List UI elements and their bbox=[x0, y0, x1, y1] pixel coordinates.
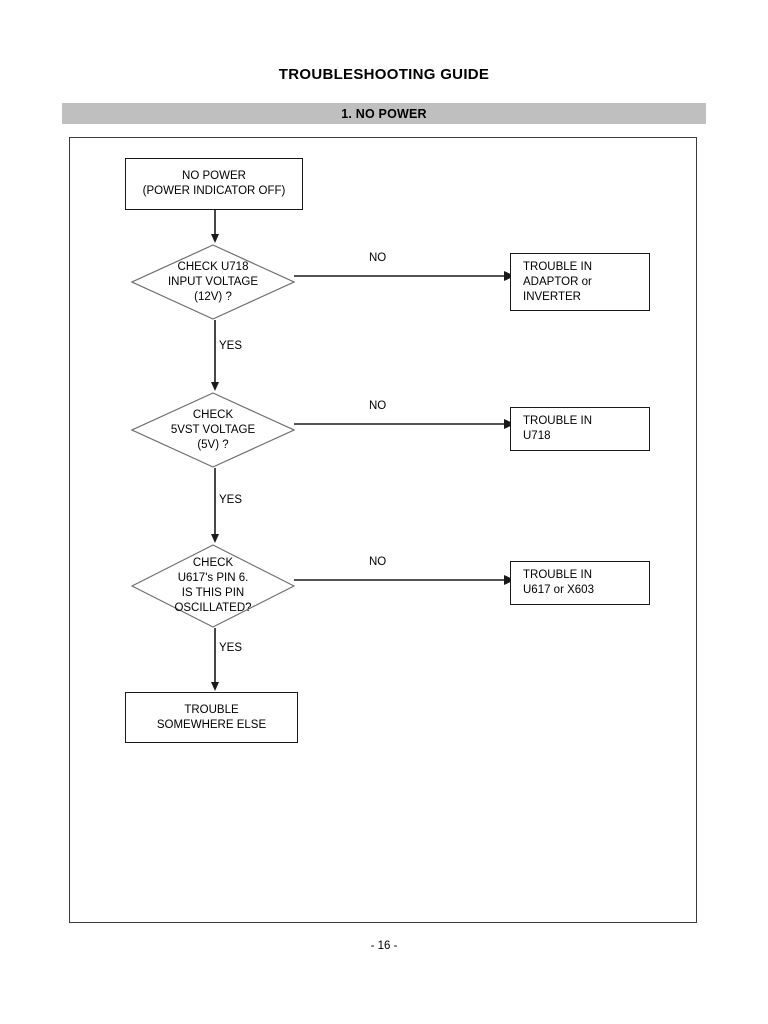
connector-decision-2-yes bbox=[211, 468, 219, 543]
flowchart-node-outcome-2: TROUBLE IN U718 bbox=[510, 407, 650, 451]
flowchart-frame: NO POWER (POWER INDICATOR OFF) CHECK U71… bbox=[69, 137, 697, 923]
diamond-shape-3 bbox=[131, 544, 295, 628]
flowchart-node-outcome-2-label: TROUBLE IN U718 bbox=[523, 415, 593, 442]
page-title: TROUBLESHOOTING GUIDE bbox=[278, 66, 490, 83]
edge-label-no-2: NO bbox=[369, 400, 387, 412]
flowchart-node-decision-1: CHECK U718 INPUT VOLTAGE (12V) ? bbox=[131, 244, 295, 320]
connector-start-to-decision-1 bbox=[211, 210, 219, 243]
edge-label-yes-2: YES bbox=[219, 494, 243, 506]
connector-decision-1-yes bbox=[211, 320, 219, 391]
edge-label-no-3: NO bbox=[369, 556, 387, 568]
flowchart-node-decision-2-label: CHECK 5VST VOLTAGE (5V) ? bbox=[170, 408, 256, 451]
flowchart-node-start-label: NO POWER (POWER INDICATOR OFF) bbox=[142, 170, 286, 197]
diamond-shape-2 bbox=[131, 392, 295, 468]
section-header-bar: 1. NO POWER bbox=[62, 103, 706, 124]
connector-decision-1-no bbox=[294, 271, 515, 281]
edge-label-yes-1: YES bbox=[219, 340, 243, 352]
flowchart-node-outcome-1: TROUBLE IN ADAPTOR or INVERTER bbox=[510, 253, 650, 311]
edge-label-no-1: NO bbox=[369, 252, 387, 264]
connector-decision-3-yes bbox=[211, 628, 219, 691]
connector-decision-2-no bbox=[294, 419, 515, 429]
flowchart-node-decision-2: CHECK 5VST VOLTAGE (5V) ? bbox=[131, 392, 295, 468]
flowchart-node-decision-1-label: CHECK U718 INPUT VOLTAGE (12V) ? bbox=[167, 260, 259, 303]
flowchart-node-outcome-3-label: TROUBLE IN U617 or X603 bbox=[523, 569, 594, 596]
connector-decision-3-no bbox=[294, 575, 515, 585]
diamond-shape-1 bbox=[131, 244, 295, 320]
flowchart-node-end-label: TROUBLE SOMEWHERE ELSE bbox=[156, 703, 267, 731]
flowchart-node-start: NO POWER (POWER INDICATOR OFF) bbox=[125, 158, 303, 210]
flowchart-node-end: TROUBLE SOMEWHERE ELSE bbox=[125, 692, 298, 743]
section-header-label: 1. NO POWER bbox=[341, 106, 427, 121]
edge-label-yes-3: YES bbox=[219, 642, 243, 654]
flowchart: NO POWER (POWER INDICATOR OFF) CHECK U71… bbox=[70, 138, 696, 922]
flowchart-node-outcome-1-label: TROUBLE IN ADAPTOR or INVERTER bbox=[523, 260, 593, 303]
flowchart-node-decision-3-label: CHECK U617's PIN 6. IS THIS PIN OSCILLAT… bbox=[174, 557, 252, 614]
flowchart-node-outcome-3: TROUBLE IN U617 or X603 bbox=[510, 561, 650, 605]
page-number: - 16 - bbox=[370, 940, 398, 952]
flowchart-node-decision-3: CHECK U617's PIN 6. IS THIS PIN OSCILLAT… bbox=[131, 544, 295, 628]
